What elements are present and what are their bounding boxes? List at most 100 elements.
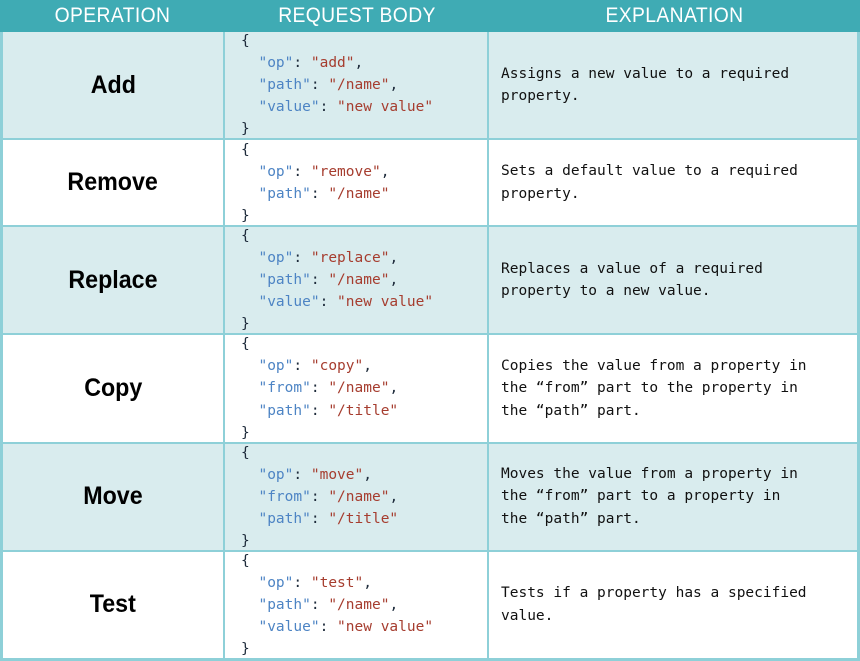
json-open-brace: {: [241, 552, 250, 569]
json-close-brace: }: [241, 532, 250, 549]
json-key: "path": [258, 77, 311, 94]
json-key: "op": [258, 358, 294, 375]
json-value: "/name": [328, 77, 390, 94]
json-value: "/name": [328, 596, 390, 613]
json-close-brace: }: [241, 316, 250, 333]
column-header-request-body: REQUEST BODY: [236, 0, 479, 32]
operation-name: Test: [89, 590, 137, 619]
json-key: "from": [258, 488, 311, 505]
operation-name: Add: [90, 70, 136, 99]
json-comma: ,: [389, 250, 399, 267]
json-key: "op": [258, 466, 294, 483]
json-key: "path": [258, 596, 311, 613]
request-body-cell: { "op": "copy", "from": "/name", "path":…: [225, 333, 489, 443]
json-key: "op": [258, 163, 294, 180]
json-close-brace: }: [241, 207, 250, 224]
json-comma: ,: [363, 466, 372, 483]
table-row: Test { "op": "test", "path": "/name", "va…: [3, 550, 857, 658]
json-colon: :: [319, 618, 338, 635]
json-open-brace: {: [241, 228, 250, 245]
explanation-text: Moves the value from a property in the “…: [501, 465, 798, 527]
json-snippet: { "op": "replace", "path": "/name", "val…: [241, 225, 433, 335]
json-colon: :: [310, 402, 329, 419]
json-comma: ,: [389, 272, 399, 289]
request-body-cell: { "op": "remove", "path": "/name" }: [225, 139, 489, 227]
json-value: "new value": [337, 618, 434, 635]
json-value: "/name": [328, 185, 390, 202]
operation-cell: Add: [3, 32, 225, 139]
json-value: "test": [310, 574, 364, 591]
json-colon: :: [319, 294, 338, 311]
operation-cell: Remove: [3, 140, 225, 226]
request-body-cell: { "op": "add", "path": "/name", "value":…: [225, 32, 489, 140]
request-body-cell: { "op": "replace", "path": "/name", "val…: [225, 225, 489, 335]
json-snippet: { "op": "move", "from": "/name", "path":…: [241, 442, 398, 552]
json-snippet: { "op": "add", "path": "/name", "value":…: [241, 32, 433, 140]
json-open-brace: {: [241, 141, 250, 158]
json-value: "new value": [337, 294, 434, 311]
json-value: "remove": [310, 163, 381, 180]
operation-cell: Replace: [3, 227, 225, 334]
table-row: Copy{ "op": "copy", "from": "/name", "pa…: [3, 333, 857, 444]
json-comma: ,: [389, 596, 399, 613]
json-comma: ,: [354, 55, 364, 72]
column-header-explanation: EXPLANATION: [504, 0, 845, 32]
json-value: "new value": [337, 99, 434, 116]
explanation-text: Copies the value from a property in the …: [501, 357, 807, 419]
explanation-cell: Replaces a value of a required property …: [489, 227, 857, 333]
operation-name: Replace: [68, 265, 158, 294]
explanation-text: Sets a default value to a required prope…: [501, 163, 798, 202]
json-key: "value": [258, 294, 320, 311]
json-colon: :: [310, 510, 329, 527]
json-colon: :: [310, 596, 329, 613]
json-colon: :: [293, 358, 311, 375]
json-value: "move": [310, 466, 364, 483]
json-key: "op": [258, 250, 294, 267]
explanation-cell: Sets a default value to a required prope…: [489, 140, 857, 225]
json-comma: ,: [389, 380, 399, 397]
explanation-cell: Assigns a new value to a required proper…: [489, 32, 857, 138]
json-close-brace: }: [241, 424, 250, 441]
json-close-brace: }: [241, 640, 250, 657]
json-key: "from": [258, 380, 311, 397]
json-colon: :: [310, 488, 329, 505]
json-colon: :: [293, 250, 311, 267]
json-colon: :: [310, 272, 329, 289]
json-colon: :: [310, 185, 329, 202]
json-value: "/title": [328, 402, 399, 419]
json-colon: :: [310, 77, 329, 94]
json-value: "/name": [328, 380, 390, 397]
json-snippet: { "op": "remove", "path": "/name" }: [241, 139, 389, 227]
json-comma: ,: [380, 163, 390, 180]
explanation-cell: Moves the value from a property in the “…: [489, 444, 857, 550]
json-snippet: { "op": "test", "path": "/name", "value"…: [241, 550, 434, 658]
column-header-request-body-label: REQUEST BODY: [278, 4, 436, 27]
json-key: "path": [258, 510, 311, 527]
json-value: "/name": [328, 488, 390, 505]
table-header-row: OPERATION REQUEST BODY EXPLANATION: [0, 0, 860, 32]
table-row: Move{ "op": "move", "from": "/name", "pa…: [3, 442, 857, 552]
json-key: "path": [258, 185, 311, 202]
operation-cell: Move: [3, 443, 225, 550]
explanation-cell: Copies the value from a property in the …: [489, 335, 857, 441]
column-header-operation-label: OPERATION: [54, 4, 171, 27]
operation-cell: Test: [3, 551, 225, 658]
explanation-text: Tests if a property has a specified valu…: [501, 585, 807, 624]
json-key: "value": [258, 99, 320, 116]
json-colon: :: [293, 574, 311, 591]
json-close-brace: }: [241, 121, 250, 138]
table-row: Replace { "op": "replace", "path": "/name…: [3, 225, 857, 336]
explanation-text: Assigns a new value to a required proper…: [501, 65, 790, 105]
json-comma: ,: [363, 358, 372, 375]
operation-cell: Copy: [3, 335, 225, 442]
table-row: Add { "op": "add", "path": "/name", "valu…: [3, 32, 857, 141]
json-snippet: { "op": "copy", "from": "/name", "path":…: [241, 333, 398, 443]
json-comma: ,: [389, 77, 399, 94]
json-value: "replace": [310, 250, 390, 267]
json-value: "add": [310, 55, 355, 72]
json-value: "/name": [328, 272, 390, 289]
column-header-explanation-label: EXPLANATION: [605, 4, 744, 27]
request-body-cell: { "op": "move", "from": "/name", "path":…: [225, 442, 489, 552]
table-row: Remove{ "op": "remove", "path": "/name" …: [3, 139, 857, 228]
